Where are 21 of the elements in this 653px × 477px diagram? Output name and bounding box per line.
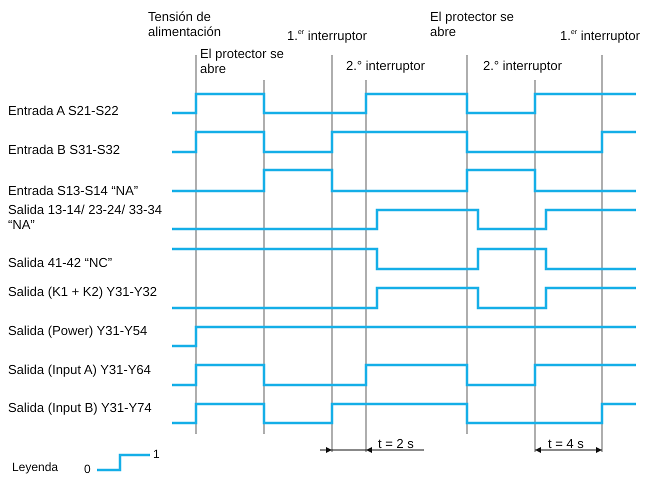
label: El protector se abre — [430, 9, 515, 39]
legend-value: 1 — [153, 447, 161, 462]
signal-name: Salida (K1 + K2) Y31-Y32 — [8, 284, 158, 299]
signal-name: Salida (Input A) Y31-Y64 — [8, 362, 152, 377]
signal-name: Entrada B S31-S32 — [8, 142, 122, 157]
legend-value: 0 — [84, 462, 92, 477]
dimension-label: t = 4 s — [548, 436, 585, 451]
signal-name: Entrada S13-S14 “NA” — [8, 183, 140, 198]
signal-name: Salida 41-42 “NC” — [8, 255, 114, 270]
label: El protector se abre — [200, 46, 285, 76]
label: Tensión de alimentación — [148, 9, 222, 39]
label: 1.$^{er}$ interruptor — [287, 28, 368, 43]
signal-name: Salida (Power) Y31-Y54 — [8, 323, 148, 338]
signal-name: Salida (Input B) Y31-Y74 — [8, 400, 153, 415]
signal-name: Entrada A S21-S22 — [8, 103, 120, 118]
legend-title: Leyenda — [12, 460, 60, 475]
label: 2.° interruptor — [483, 58, 563, 73]
signal-name: Salida 13-14/ 23-24/ 33-34 “NA” — [8, 202, 163, 232]
dimension-label: t = 2 s — [378, 436, 415, 451]
label: 2.° interruptor — [346, 58, 426, 73]
label: 1.$^{er}$ interruptor — [560, 28, 641, 43]
